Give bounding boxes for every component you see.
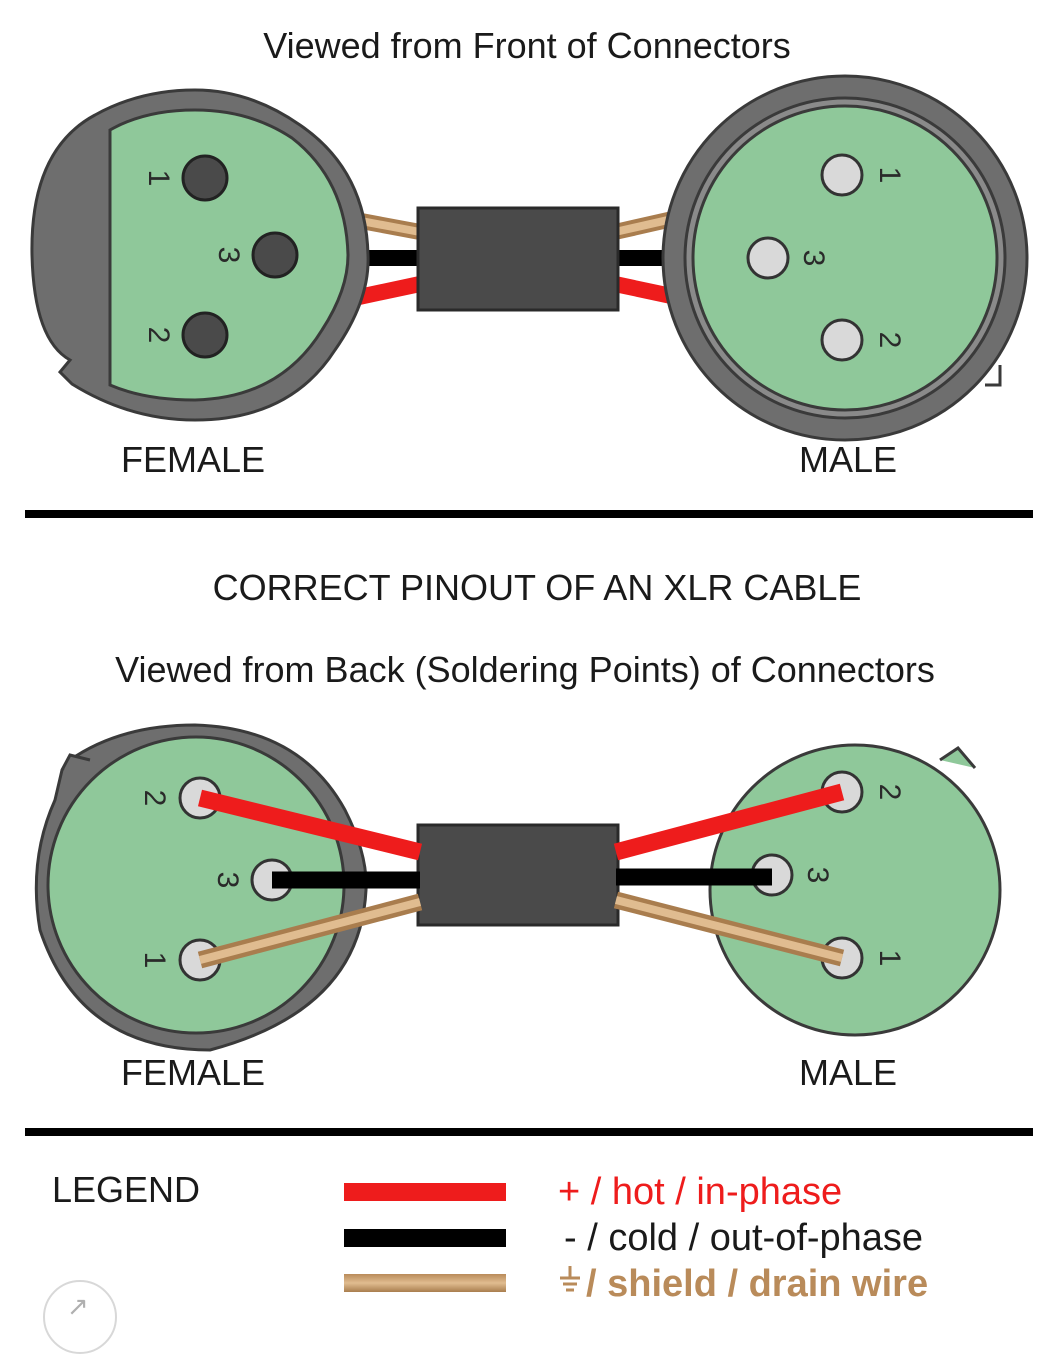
diagram-canvas: Viewed from Front of Connectors 1 3 2 1 …	[25, 25, 1033, 1305]
bottom-heading: CORRECT PINOUT OF AN XLR CABLE	[213, 567, 862, 608]
bottom-female-pin-1-label: 1	[138, 952, 171, 969]
bottom-male-connector: 2 3 1	[708, 743, 1002, 1037]
expand-arrow-icon: ↗	[67, 1292, 89, 1322]
top-female-label: FEMALE	[121, 439, 265, 480]
legend-shield-swatch	[344, 1274, 506, 1292]
top-title: Viewed from Front of Connectors	[263, 25, 791, 66]
legend-cold-swatch	[344, 1229, 506, 1247]
legend-title: LEGEND	[52, 1169, 200, 1210]
ground-symbol-icon	[560, 1266, 580, 1292]
legend-hot-text: + / hot / in-phase	[558, 1171, 842, 1213]
bottom-male-label: MALE	[799, 1052, 897, 1093]
top-female-connector: 1 3 2	[30, 88, 370, 422]
legend: LEGEND + / hot / in-phase - / cold / out…	[52, 1169, 928, 1305]
bottom-male-pin-3-label: 3	[801, 867, 834, 884]
bottom-wires	[197, 783, 845, 969]
top-male-pin-1	[820, 153, 864, 197]
xlr-pinout-diagram: Viewed from Front of Connectors 1 3 2 1 …	[25, 25, 1033, 1354]
top-male-pin-3	[746, 236, 790, 280]
bottom-title: Viewed from Back (Soldering Points) of C…	[115, 649, 935, 690]
top-female-pin-3-label: 3	[212, 247, 245, 264]
top-female-pin-2-label: 2	[142, 327, 175, 344]
bottom-hot-wire-left	[197, 789, 423, 861]
top-male-connector: 1 3 2	[661, 74, 1029, 442]
bottom-male-pin-2-label: 2	[873, 784, 906, 801]
top-female-pin-1-label: 1	[142, 170, 175, 187]
bottom-divider	[25, 1128, 1033, 1136]
top-male-pin-3-label: 3	[797, 250, 830, 267]
bottom-male-pin-1-label: 1	[873, 950, 906, 967]
top-male-label: MALE	[799, 439, 897, 480]
top-male-pin-2	[820, 318, 864, 362]
bottom-cable-jacket	[416, 823, 620, 927]
legend-hot-swatch	[344, 1183, 506, 1201]
top-male-pin-1-label: 1	[873, 167, 906, 184]
expand-button[interactable]: ↗	[43, 1280, 117, 1354]
bottom-female-pin-2-label: 2	[138, 790, 171, 807]
top-divider	[25, 510, 1033, 518]
legend-shield-text: / shield / drain wire	[586, 1263, 928, 1305]
top-female-pin-2	[181, 311, 229, 359]
bottom-female-pin-3-label: 3	[211, 872, 244, 889]
top-male-pin-2-label: 2	[873, 332, 906, 349]
bottom-female-connector: 2 3 1	[34, 723, 368, 1052]
top-cable-jacket	[416, 206, 620, 312]
legend-cold-text: - / cold / out-of-phase	[564, 1217, 923, 1259]
top-female-pin-1	[181, 154, 229, 202]
bottom-female-label: FEMALE	[121, 1052, 265, 1093]
top-female-pin-3	[251, 231, 299, 279]
bottom-hot-wire-right	[613, 783, 845, 861]
